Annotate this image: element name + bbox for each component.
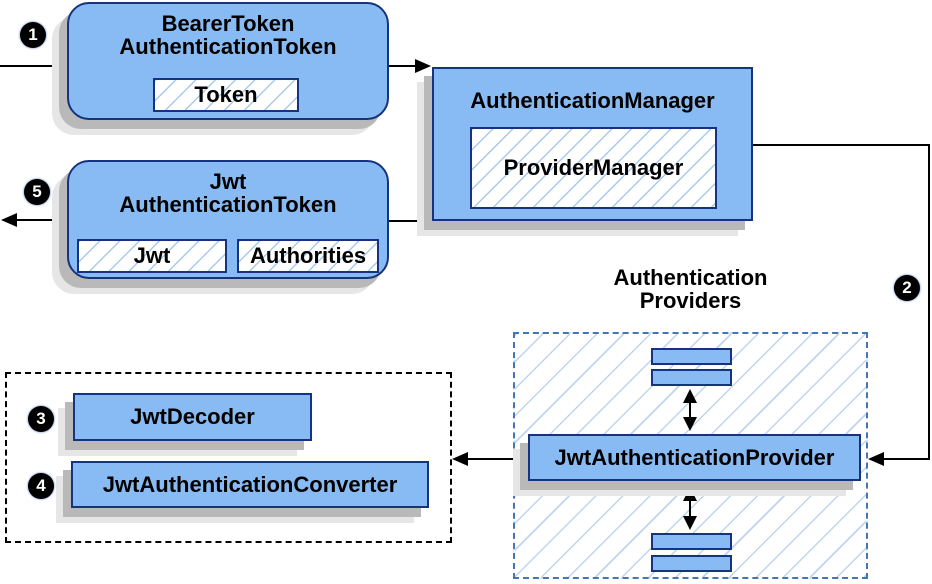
provider-slot: [651, 555, 732, 572]
arrowhead-bearer-to-manager: [415, 59, 431, 73]
arrowhead-bottom-slots-up: [683, 487, 697, 501]
providers-group-label: Authentication Providers: [513, 266, 868, 312]
node-bearer-token-authentication-token: BearerToken AuthenticationToken Token: [67, 2, 389, 120]
chip-token: Token: [153, 78, 299, 112]
provider-slot: [651, 348, 732, 365]
providers-group-label-line2: Providers: [639, 288, 742, 313]
arrowhead-top-slots-up: [683, 389, 697, 403]
chip-jwt: Jwt: [77, 239, 227, 273]
step-badge-4: 4: [28, 473, 54, 499]
node-jwt-authentication-token: Jwt AuthenticationToken Jwt Authorities: [67, 160, 389, 279]
step-badge-3: 3: [28, 406, 54, 432]
step-badge-2: 2: [894, 275, 920, 301]
step-badge-1: 1: [20, 22, 46, 48]
provider-node-label: JwtAuthenticationProvider: [554, 444, 835, 470]
node-authentication-manager: AuthenticationManager ProviderManager: [432, 67, 753, 221]
arrowhead-provider-to-components: [452, 452, 468, 466]
converter-node-label: JwtAuthenticationConverter: [102, 471, 398, 497]
jwt-node-title-line2: AuthenticationToken: [119, 192, 337, 217]
providers-group-label-line1: Authentication: [613, 265, 768, 290]
arrowhead-top-slots-down: [683, 417, 697, 431]
chip-provider-manager: ProviderManager: [470, 127, 717, 209]
arrowhead-manager-to-provider: [868, 452, 884, 466]
provider-slot: [651, 369, 732, 386]
node-jwt-decoder: JwtDecoder: [73, 393, 312, 441]
bearer-node-title: BearerToken AuthenticationToken: [69, 4, 387, 58]
step-badge-5: 5: [24, 179, 50, 205]
chip-authorities: Authorities: [237, 239, 379, 273]
decoder-node-label: JwtDecoder: [130, 404, 255, 429]
arrow-manager-to-provider: [753, 144, 930, 460]
jwt-node-title-line1: Jwt: [209, 169, 247, 194]
arrowhead-jwt-token-out: [1, 213, 17, 227]
arrowhead-bottom-slots-down: [683, 516, 697, 530]
provider-slot: [651, 533, 732, 550]
manager-node-title: AuthenticationManager: [470, 88, 715, 113]
bearer-node-title-line2: AuthenticationToken: [119, 34, 337, 59]
node-jwt-authentication-converter: JwtAuthenticationConverter: [71, 461, 429, 508]
bearer-node-title-line1: BearerToken: [161, 11, 295, 36]
node-jwt-authentication-provider: JwtAuthenticationProvider: [528, 434, 861, 481]
jwt-node-title: Jwt AuthenticationToken: [69, 162, 387, 216]
